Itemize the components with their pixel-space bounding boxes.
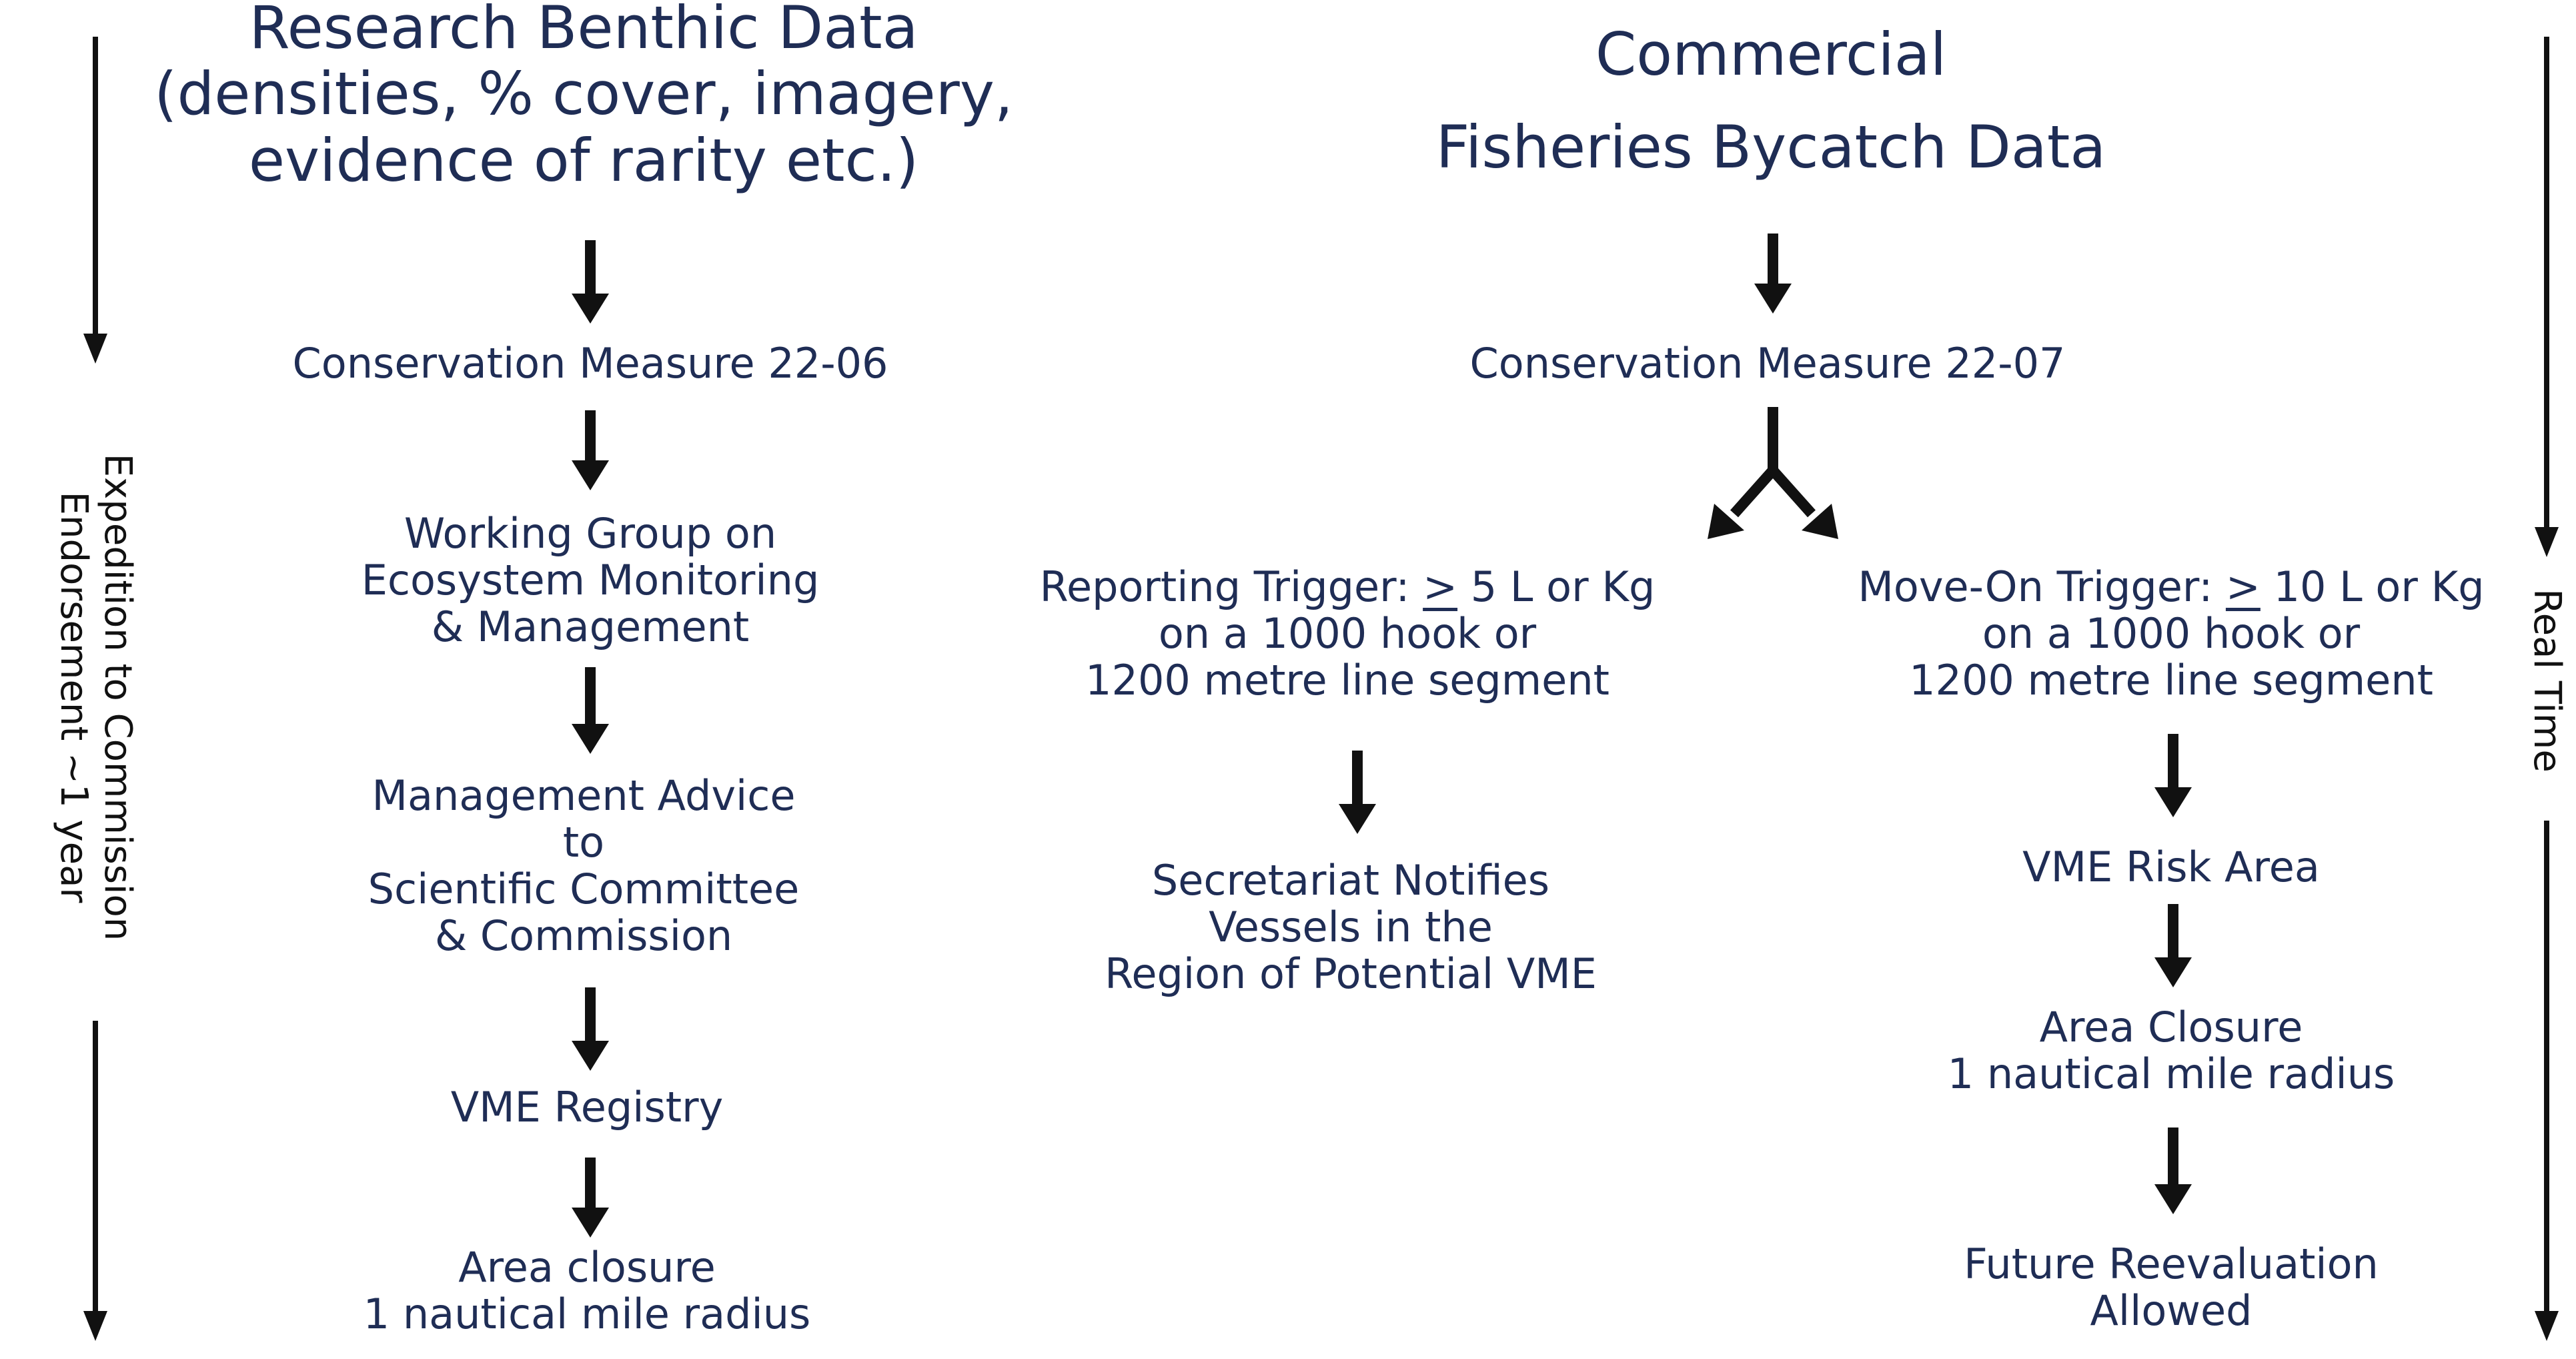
arrow-right-reporting bbox=[1339, 751, 1376, 834]
move-on-trigger-line-3: 1200 metre line segment bbox=[1909, 656, 2433, 705]
left-header-line-2: (densities, % cover, imagery, bbox=[154, 59, 1013, 129]
timeline-left-top-arrow bbox=[83, 37, 107, 364]
working-group-line-1: Working Group on bbox=[404, 509, 777, 558]
left-area-closure: Area closure 1 nautical mile radius bbox=[364, 1244, 811, 1338]
secretariat-notifies: Secretariat Notifies Vessels in the Regi… bbox=[1105, 857, 1597, 997]
reporting-trigger-line-3: 1200 metre line segment bbox=[1085, 656, 1609, 705]
left-header: Research Benthic Data (densities, % cove… bbox=[154, 0, 1013, 193]
reporting-trigger-line-1: Reporting Trigger: > 5 L or Kg bbox=[1039, 562, 1656, 611]
management-advice: Management Advice to Scientific Committe… bbox=[368, 771, 800, 961]
timeline-left-label-line-2: Endorsement ~1 year bbox=[52, 491, 95, 903]
left-conservation-measure: Conservation Measure 22-06 bbox=[292, 339, 888, 388]
arrow-left-1 bbox=[572, 240, 609, 324]
reporting-trigger-symbol: > bbox=[1423, 562, 1458, 611]
timeline-left-bottom-arrow bbox=[83, 1021, 107, 1341]
vme-risk-area: VME Risk Area bbox=[2022, 843, 2320, 891]
right-area-closure: Area Closure 1 nautical mile radius bbox=[1947, 1003, 2395, 1099]
left-header-line-1: Research Benthic Data bbox=[249, 0, 918, 62]
management-advice-line-3: Scientific Committee bbox=[368, 865, 800, 914]
left-area-closure-line-2: 1 nautical mile radius bbox=[363, 1290, 811, 1339]
vme-registry: VME Registry bbox=[450, 1083, 724, 1131]
move-on-trigger: Move-On Trigger: > 10 L or Kg on a 1000 … bbox=[1858, 562, 2485, 705]
arrow-left-4 bbox=[572, 987, 609, 1071]
arrow-right-closure bbox=[2154, 1127, 2192, 1214]
working-group-line-2: Ecosystem Monitoring bbox=[361, 556, 820, 605]
timeline-left-label-line-1: Expedition to Commission bbox=[96, 453, 139, 941]
arrow-right-risk bbox=[2154, 904, 2192, 987]
right-header-line-1: Commercial bbox=[1595, 20, 1947, 89]
reporting-trigger: Reporting Trigger: > 5 L or Kg on a 1000… bbox=[1039, 562, 1656, 705]
left-area-closure-line-1: Area closure bbox=[458, 1243, 716, 1292]
timeline-left-label: Expedition to Commission Endorsement ~1 … bbox=[52, 453, 139, 941]
move-on-trigger-line-1: Move-On Trigger: > 10 L or Kg bbox=[1858, 562, 2485, 611]
management-advice-line-1: Management Advice bbox=[372, 771, 796, 820]
future-reevaluation: Future Reevaluation Allowed bbox=[1964, 1240, 2379, 1336]
move-on-trigger-value: 10 L or Kg bbox=[2260, 562, 2485, 611]
left-header-line-3: evidence of rarity etc.) bbox=[248, 125, 919, 195]
reporting-trigger-prefix: Reporting Trigger: bbox=[1039, 562, 1423, 611]
secretariat-notifies-line-2: Vessels in the bbox=[1209, 903, 1493, 952]
timeline-right-top-arrow bbox=[2535, 37, 2559, 557]
right-header: Commercial Fisheries Bycatch Data bbox=[1436, 8, 2106, 193]
reporting-trigger-value: 5 L or Kg bbox=[1457, 562, 1656, 611]
secretariat-notifies-line-3: Region of Potential VME bbox=[1105, 949, 1597, 999]
move-on-trigger-prefix: Move-On Trigger: bbox=[1858, 562, 2226, 611]
arrow-right-moveon bbox=[2154, 734, 2192, 817]
working-group: Working Group on Ecosystem Monitoring & … bbox=[362, 510, 820, 650]
timeline-right-label: Real Time bbox=[2525, 588, 2569, 773]
arrow-right-split bbox=[1708, 407, 1838, 539]
management-advice-line-2: to bbox=[562, 818, 605, 867]
management-advice-line-4: & Commission bbox=[434, 911, 733, 961]
right-area-closure-line-1: Area Closure bbox=[2039, 1003, 2303, 1051]
arrow-left-3 bbox=[572, 667, 609, 754]
secretariat-notifies-line-1: Secretariat Notifies bbox=[1151, 856, 1550, 905]
right-area-closure-line-2: 1 nautical mile radius bbox=[1947, 1049, 2395, 1099]
right-conservation-measure: Conservation Measure 22-07 bbox=[1469, 339, 2066, 388]
move-on-trigger-line-2: on a 1000 hook or bbox=[1982, 609, 2361, 658]
right-header-line-2: Fisheries Bycatch Data bbox=[1435, 113, 2106, 182]
arrow-left-5 bbox=[572, 1158, 609, 1238]
reporting-trigger-line-2: on a 1000 hook or bbox=[1158, 609, 1537, 658]
working-group-line-3: & Management bbox=[431, 602, 750, 652]
future-reevaluation-line-1: Future Reevaluation bbox=[1964, 1240, 2379, 1288]
timeline-right-bottom-arrow bbox=[2535, 821, 2559, 1341]
arrow-left-2 bbox=[572, 410, 609, 490]
future-reevaluation-line-2: Allowed bbox=[2090, 1286, 2252, 1336]
move-on-trigger-symbol: > bbox=[2225, 562, 2261, 611]
arrow-right-1 bbox=[1754, 234, 1792, 314]
